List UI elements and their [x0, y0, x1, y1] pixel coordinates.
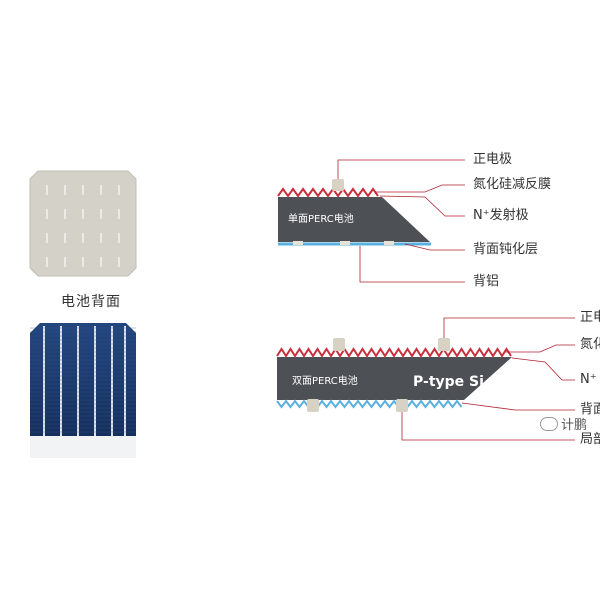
bifacial-cell-label: 双面PERC电池 — [292, 374, 358, 387]
callout-rear-passivation: 背面钝化层 — [473, 242, 539, 257]
bifacial-rear-contact-2 — [396, 399, 408, 412]
watermark: 计鹏 — [540, 414, 587, 433]
cell-back-photo — [29, 170, 137, 277]
bifacial-front-nitride-texture — [276, 347, 512, 358]
mono-silicon-body — [278, 197, 430, 242]
watermark-text: 计鹏 — [561, 418, 588, 433]
bifacial-rear-contact-1 — [307, 399, 319, 412]
bifacial-silicon-body — [277, 357, 512, 400]
bifacial-front-electrode-2 — [438, 338, 450, 351]
wechat-icon — [540, 416, 558, 431]
callout-bi-local-aluminum: 局部 — [580, 432, 600, 447]
callout-bi-sin: 氮化 — [580, 337, 600, 352]
bifacial-leader-lines — [401, 317, 575, 441]
callout-bi-n-emitter: N⁺ — [580, 372, 597, 387]
cell-front-photo — [30, 323, 136, 458]
p-type-si-label: P-type Si — [413, 374, 484, 390]
mono-cell-label: 单面PERC电池 — [288, 212, 354, 225]
callout-bi-front-electrode: 正电 — [580, 310, 600, 325]
mono-front-electrode — [332, 179, 344, 191]
mono-rear-contact-1 — [293, 241, 303, 245]
callout-bi-rear-passivation: 背面 — [580, 402, 600, 417]
mono-nitride-texture — [277, 187, 379, 198]
cell-back-label: 电池背面 — [61, 294, 121, 310]
callout-sin-antireflection: 氮化硅减反膜 — [473, 177, 552, 192]
bifacial-front-electrode-1 — [333, 338, 345, 351]
mono-rear-contact-3 — [384, 241, 394, 245]
mono-perc-cross-section: 单面PERC电池 — [277, 159, 465, 283]
bifacial-perc-cross-section: 双面PERC电池 P-type Si — [276, 317, 575, 441]
mono-rear-contact-2 — [340, 241, 350, 245]
callout-front-electrode: 正电极 — [473, 152, 513, 167]
callout-rear-aluminum: 背铝 — [473, 274, 500, 289]
mono-leader-lines — [337, 159, 465, 283]
callout-n-emitter: N⁺发射极 — [473, 208, 529, 223]
bifacial-rear-passivation-texture — [276, 399, 463, 409]
